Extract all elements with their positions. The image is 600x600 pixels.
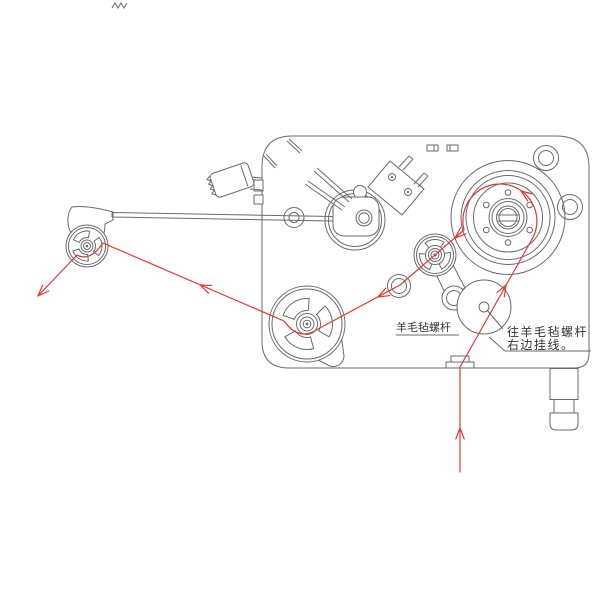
- pulley-slot: [72, 230, 91, 244]
- arrowhead: [377, 287, 391, 298]
- annotations: 羊毛毡螺杆 往羊毛毡螺杆 右边挂线。: [396, 320, 591, 352]
- thread-path: [37, 183, 538, 473]
- hatch-marks: [263, 138, 303, 169]
- lever-rod: [111, 212, 334, 222]
- tension-assembly: [304, 155, 429, 251]
- felt-screw-label: 羊毛毡螺杆: [396, 320, 451, 334]
- wheel-holes: [483, 189, 534, 246]
- leader-right: [488, 336, 591, 352]
- lower-pulley-assembly: [268, 285, 346, 367]
- pulley-slot: [315, 305, 333, 338]
- center-screw: [496, 205, 520, 230]
- arrowhead: [520, 190, 534, 202]
- terminal-pin: [398, 155, 414, 171]
- felt-screw-disc: [456, 279, 512, 335]
- side-knob: [206, 162, 264, 205]
- terminal-pin: [413, 172, 429, 188]
- thread-direction-arrows: [37, 190, 534, 440]
- hang-instruction-line2: 右边挂线。: [507, 337, 575, 352]
- pulley-slot: [284, 330, 315, 350]
- arrowhead: [199, 284, 213, 294]
- pulley-slot: [72, 248, 89, 262]
- left-pulley: [65, 224, 109, 268]
- arrowhead: [37, 284, 50, 297]
- mounting-posts: [533, 145, 583, 220]
- spring-wires: [304, 167, 353, 211]
- hang-instruction-line1: 往羊毛毡螺杆: [507, 324, 588, 339]
- vent-slots: [426, 144, 459, 152]
- arrowhead: [455, 427, 465, 440]
- arrowhead: [454, 227, 467, 239]
- pivot: [283, 207, 305, 228]
- corner-scribble-mark: [111, 2, 128, 9]
- terminal-bracket: [367, 155, 429, 216]
- lever-arm-assembly: [65, 162, 334, 268]
- pulley-slot: [282, 298, 310, 321]
- machine-foot: [549, 368, 579, 431]
- arrowhead: [496, 284, 507, 298]
- winding-wheel: [450, 160, 566, 275]
